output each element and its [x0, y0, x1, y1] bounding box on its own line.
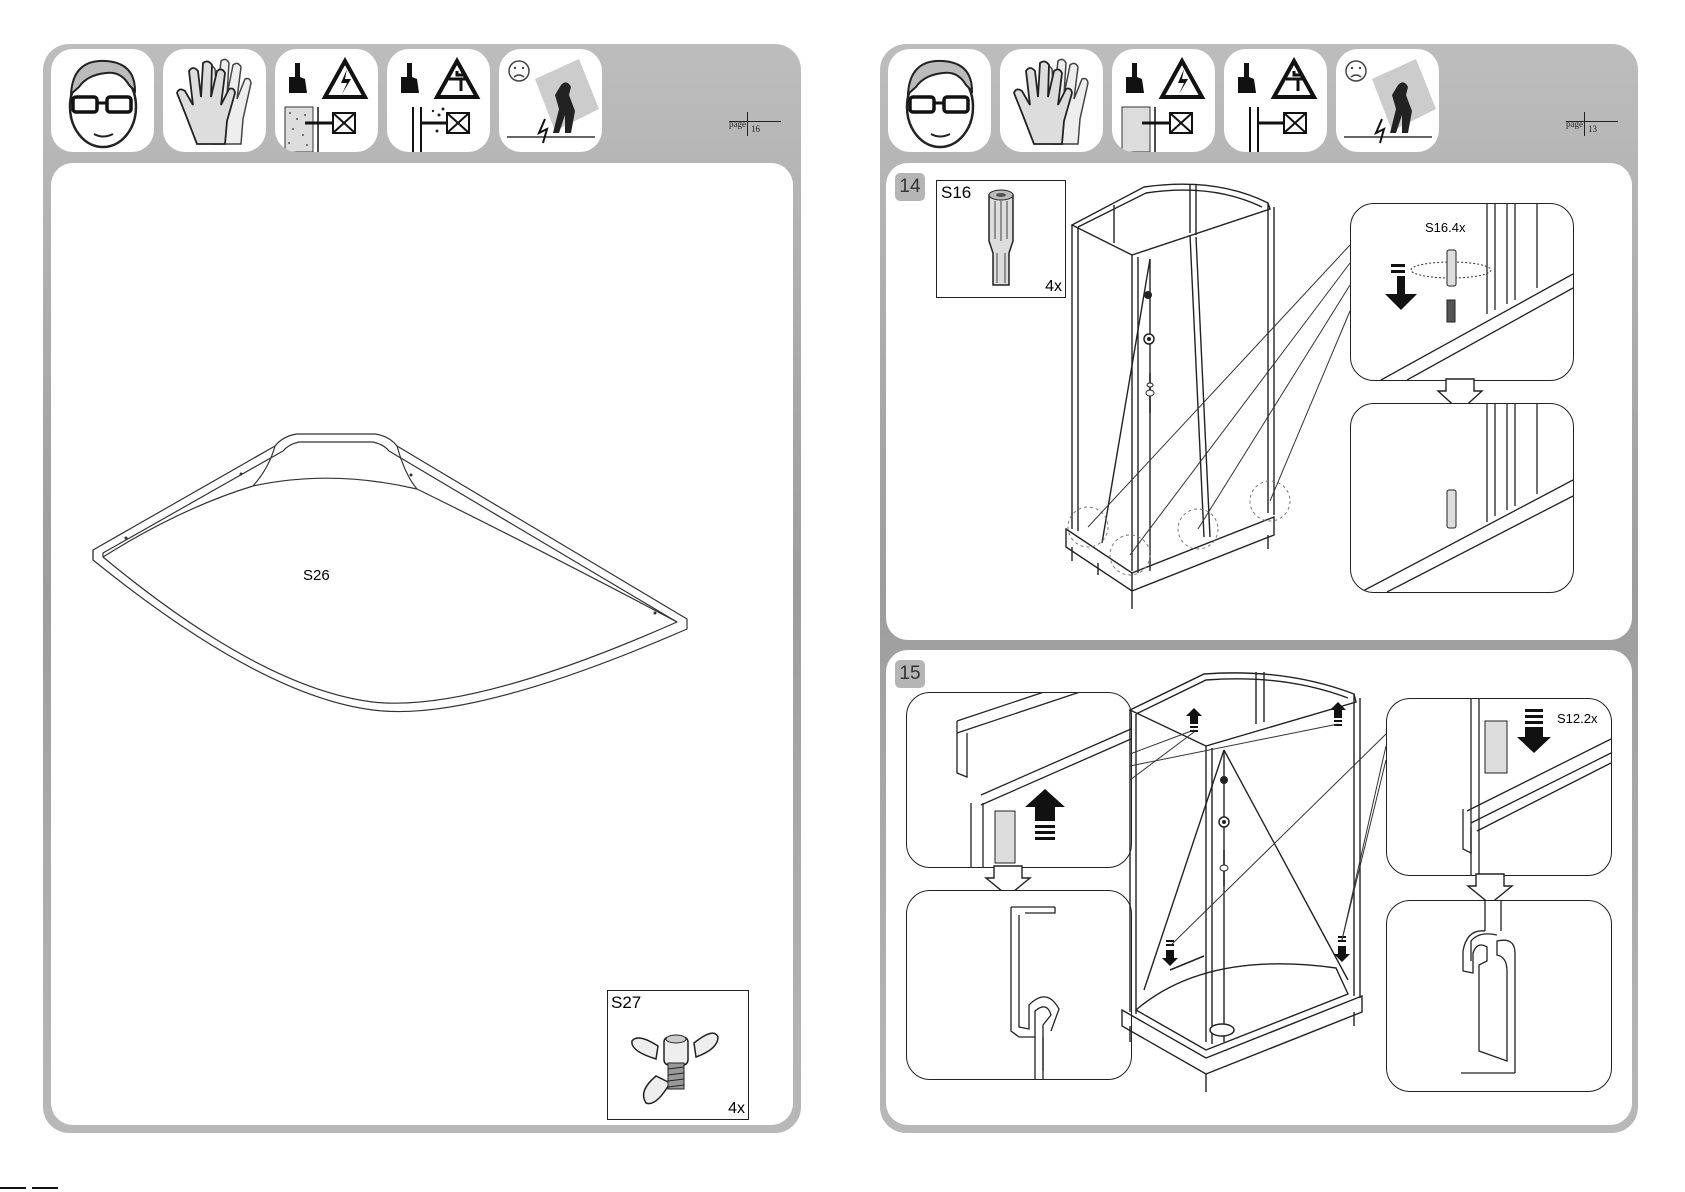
nut-part-box: S27 4x: [607, 990, 749, 1120]
main-panel: S26 S27 4x: [51, 163, 793, 1125]
bottom-edge-marks: [0, 1186, 60, 1190]
page-label: page: [1566, 119, 1583, 129]
electric-hazard-icon: [275, 49, 378, 152]
safety-glasses-icon: [51, 49, 154, 152]
glass-breakage-icon: [1336, 49, 1439, 152]
tray-part-label: S26: [303, 567, 330, 584]
water-pipe-hazard-icon: [387, 49, 490, 152]
safety-icon-bar: [51, 49, 611, 152]
gloves-icon: [163, 49, 266, 152]
nut-quantity: 4x: [728, 1100, 745, 1118]
left-page: page 16 S26 S27: [43, 44, 801, 1133]
detail-15d: [1386, 900, 1612, 1092]
wing-nut-icon: [608, 991, 748, 1119]
page-number: page 16: [729, 112, 781, 136]
step-14-panel: 14 S16 4x: [886, 163, 1632, 640]
right-page: page 13 14 S16 4x: [880, 44, 1638, 1133]
safety-icon-bar: [888, 49, 1448, 152]
pin-insert-detail: [1351, 204, 1573, 380]
page-number-value: 16: [751, 124, 760, 134]
detail-15c: S12.2x: [1386, 698, 1612, 876]
electric-hazard-icon: [1112, 49, 1215, 152]
step-15-panel: 15: [886, 650, 1632, 1125]
detail-14a: S16.4x: [1350, 203, 1574, 381]
pin-installed-detail: [1351, 404, 1573, 592]
page-label: page: [729, 119, 746, 129]
gloves-icon: [1000, 49, 1103, 152]
profile-clip-section-detail: [1387, 901, 1611, 1091]
page-number-value: 13: [1588, 124, 1597, 134]
shower-tray-drawing: [51, 163, 793, 1125]
safety-glasses-icon: [888, 49, 991, 152]
glass-breakage-icon: [499, 49, 602, 152]
water-pipe-hazard-icon: [1224, 49, 1327, 152]
clip-insert-detail: [1387, 699, 1611, 875]
detail-14b: [1350, 403, 1574, 593]
page-number: page 13: [1566, 112, 1618, 136]
